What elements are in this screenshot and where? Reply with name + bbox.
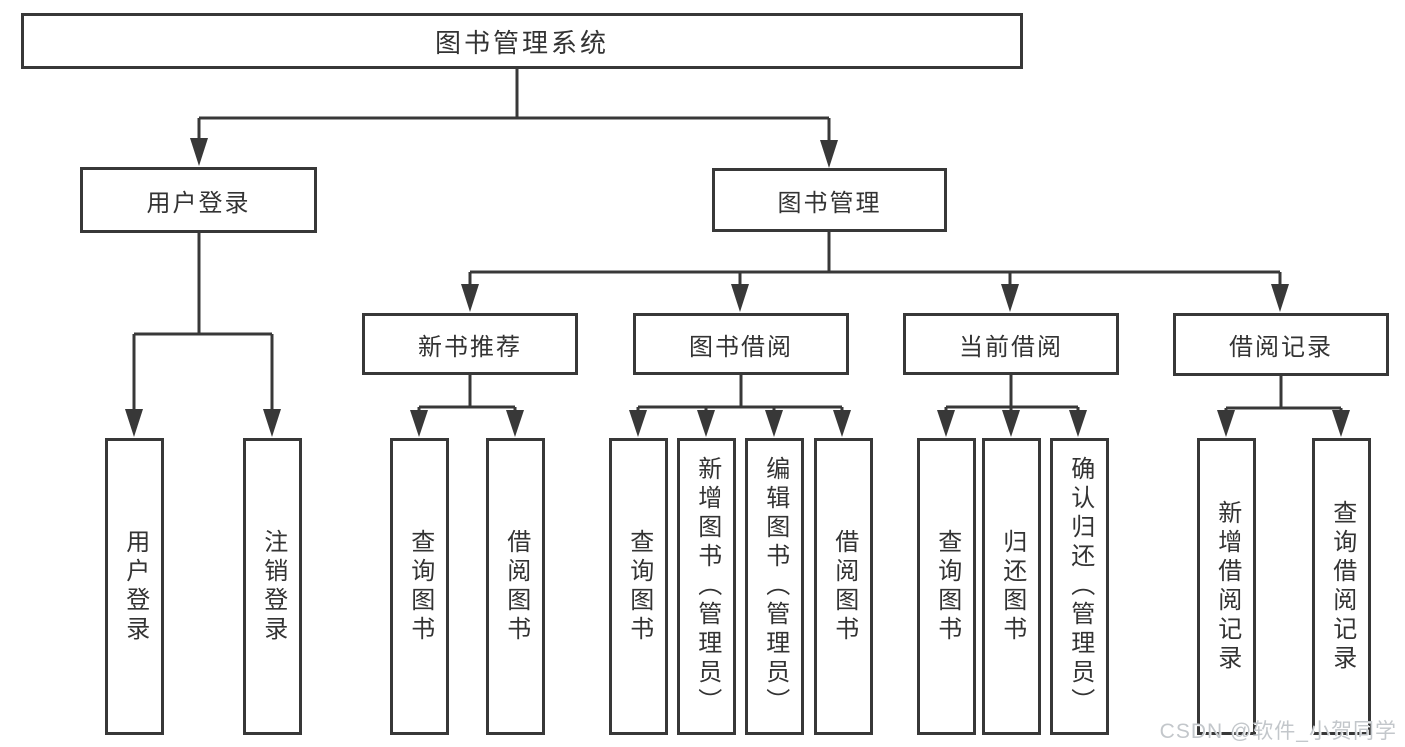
leaf-query-book-recommend: 查询图书	[390, 438, 449, 735]
leaf-add-book-admin-label: 新增图书（管理员）	[693, 456, 721, 717]
leaf-query-book-borrow-label: 查询图书	[625, 528, 653, 645]
node-borrow-record-label: 借阅记录	[1229, 334, 1333, 361]
node-book-borrow-label: 图书借阅	[689, 333, 793, 361]
leaf-query-book-current: 查询图书	[917, 438, 976, 735]
leaf-confirm-return-admin-label: 确认归还（管理员）	[1066, 456, 1094, 717]
leaf-borrow-book-recommend: 借阅图书	[486, 438, 545, 735]
leaf-query-book-current-label: 查询图书	[933, 528, 961, 645]
leaf-query-borrow-record-label: 查询借阅记录	[1328, 499, 1356, 674]
leaf-query-borrow-record: 查询借阅记录	[1312, 438, 1371, 735]
node-current-borrow-label: 当前借阅	[959, 333, 1063, 361]
leaf-logout: 注销登录	[243, 438, 302, 735]
leaf-query-book-borrow: 查询图书	[609, 438, 668, 735]
leaf-edit-book-admin: 编辑图书（管理员）	[745, 438, 804, 735]
node-book-borrow: 图书借阅	[633, 313, 849, 375]
leaf-borrow-book-label: 借阅图书	[830, 528, 858, 645]
leaf-user-login-label: 用户登录	[121, 528, 149, 645]
node-current-borrow: 当前借阅	[903, 313, 1119, 375]
leaf-add-borrow-record-label: 新增借阅记录	[1213, 499, 1241, 674]
node-borrow-record: 借阅记录	[1173, 313, 1389, 376]
leaf-user-login: 用户登录	[105, 438, 164, 735]
node-new-book-recommend: 新书推荐	[362, 313, 578, 375]
leaf-borrow-book: 借阅图书	[814, 438, 873, 735]
node-user-login: 用户登录	[80, 167, 317, 233]
leaf-edit-book-admin-label: 编辑图书（管理员）	[761, 456, 789, 717]
node-book-management: 图书管理	[712, 168, 947, 232]
leaf-logout-label: 注销登录	[259, 528, 287, 645]
leaf-borrow-book-recommend-label: 借阅图书	[502, 528, 530, 645]
leaf-query-book-recommend-label: 查询图书	[406, 528, 434, 645]
node-root-system: 图书管理系统	[21, 13, 1023, 69]
node-new-book-recommend-label: 新书推荐	[418, 333, 522, 361]
leaf-return-book: 归还图书	[982, 438, 1041, 735]
leaf-add-book-admin: 新增图书（管理员）	[677, 438, 736, 735]
leaf-add-borrow-record: 新增借阅记录	[1197, 438, 1256, 735]
node-user-login-label: 用户登录	[146, 189, 251, 217]
leaf-return-book-label: 归还图书	[998, 528, 1026, 645]
node-book-management-label: 图书管理	[777, 189, 882, 217]
leaf-confirm-return-admin: 确认归还（管理员）	[1050, 438, 1109, 735]
node-root-label: 图书管理系统	[434, 27, 609, 58]
